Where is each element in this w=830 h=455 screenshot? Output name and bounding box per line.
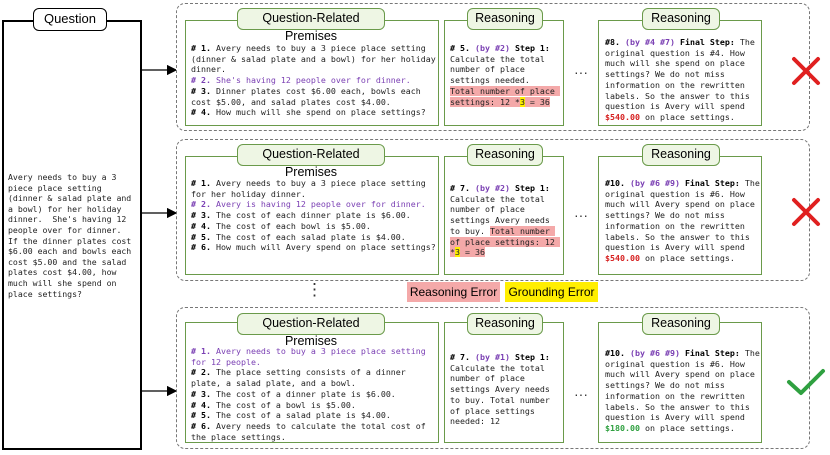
- premise-item: # 2. She's having 12 people over for din…: [191, 75, 411, 86]
- question-title: Question: [33, 8, 107, 31]
- premise-item: # 4. The cost of a bowl is $5.00.: [191, 399, 356, 410]
- ellipsis-1: ···: [574, 64, 588, 80]
- premise-item: # 3. Dinner plates cost $6.00 each, bowl…: [191, 85, 426, 107]
- reasoning-step-title-1: Reasoning: [467, 8, 543, 30]
- premise-item: # 5. The cost of a salad plate is $4.00.: [191, 410, 391, 421]
- final-step-box-3: [598, 322, 762, 443]
- cross-icon: [792, 57, 820, 85]
- reasoning-step-text-3: # 7. (by #1) Step 1: Calculate the total…: [450, 352, 555, 427]
- premise-item: # 1. Avery needs to buy a 3 piece place …: [191, 178, 431, 199]
- answer-value: $540.00: [605, 111, 640, 122]
- grounding-error-highlight: 3: [455, 247, 460, 258]
- ellipsis-3: ···: [574, 386, 588, 402]
- reasoning-step-title-3: Reasoning: [467, 313, 543, 335]
- premises-list-1: # 1. Avery needs to buy a 3 piece place …: [191, 43, 437, 118]
- premise-item: # 1. Avery needs to buy a 3 piece place …: [191, 346, 431, 367]
- check-icon: [787, 369, 825, 395]
- premise-item: # 6. How much will Avery spend on place …: [191, 242, 436, 253]
- premises-list-3: # 1. Avery needs to buy a 3 piece place …: [191, 346, 437, 442]
- premise-item: # 3. The cost of each dinner plate is $6…: [191, 210, 411, 221]
- final-step-text-1: #8. (by #4 #7) Final Step: The original …: [605, 37, 760, 122]
- final-step-title-1: Reasoning: [642, 8, 720, 30]
- premise-item: # 2. Avery is having 12 people over for …: [191, 199, 426, 210]
- premise-item: # 6. Avery needs to calculate the total …: [191, 420, 431, 442]
- premises-title-2: Question-Related Premises: [237, 144, 385, 179]
- final-step-title-2: Reasoning: [642, 144, 720, 166]
- premise-item: # 5. The cost of each salad plate is $4.…: [191, 231, 406, 242]
- reasoning-step-title-2: Reasoning: [467, 144, 543, 166]
- reasoning-step-text-2: # 7. (by #2) Step 1: Calculate the total…: [450, 183, 560, 258]
- grounding-error-highlight: 3: [519, 96, 525, 107]
- answer-value: $180.00: [605, 422, 640, 433]
- final-step-title-3: Reasoning: [642, 313, 720, 335]
- final-step-box-2: [598, 156, 762, 275]
- premise-item: # 4. The cost of each bowl is $5.00.: [191, 220, 371, 231]
- premises-box-2: [185, 156, 439, 275]
- premises-title-3: Question-Related Premises: [237, 313, 385, 348]
- reasoning-step-text-1: # 5. (by #2) Step 1: Calculate the total…: [450, 43, 560, 107]
- premise-item: # 1. Avery needs to buy a 3 piece place …: [191, 43, 441, 75]
- legend-grounding-error: Grounding Error: [505, 282, 598, 302]
- premises-box-1: [185, 20, 439, 126]
- final-step-box-1: [598, 20, 762, 126]
- premise-item: # 2. The place setting consists of a din…: [191, 367, 411, 389]
- vertical-ellipsis: ⋮: [306, 280, 323, 299]
- ellipsis-2: ···: [574, 207, 588, 223]
- final-step-text-3: #10. (by #6 #9) Final Step: The original…: [605, 348, 765, 433]
- cross-icon: [792, 198, 820, 226]
- reasoning-step-box-1: [444, 20, 564, 126]
- legend-reasoning-error: Reasoning Error: [407, 282, 500, 302]
- premise-item: # 3. The cost of a dinner plate is $6.00…: [191, 388, 396, 399]
- premises-list-2: # 1. Avery needs to buy a 3 piece place …: [191, 178, 437, 253]
- reasoning-step-box-3: [444, 322, 564, 443]
- question-text: Avery needs to buy a 3 piece place setti…: [8, 172, 137, 299]
- premise-item: # 4. How much will she spend on place se…: [191, 107, 426, 118]
- question-panel: [2, 20, 142, 450]
- answer-value: $540.00: [605, 252, 640, 263]
- final-step-text-2: #10. (by #6 #9) Final Step: The original…: [605, 178, 765, 263]
- premises-title-1: Question-Related Premises: [237, 8, 385, 43]
